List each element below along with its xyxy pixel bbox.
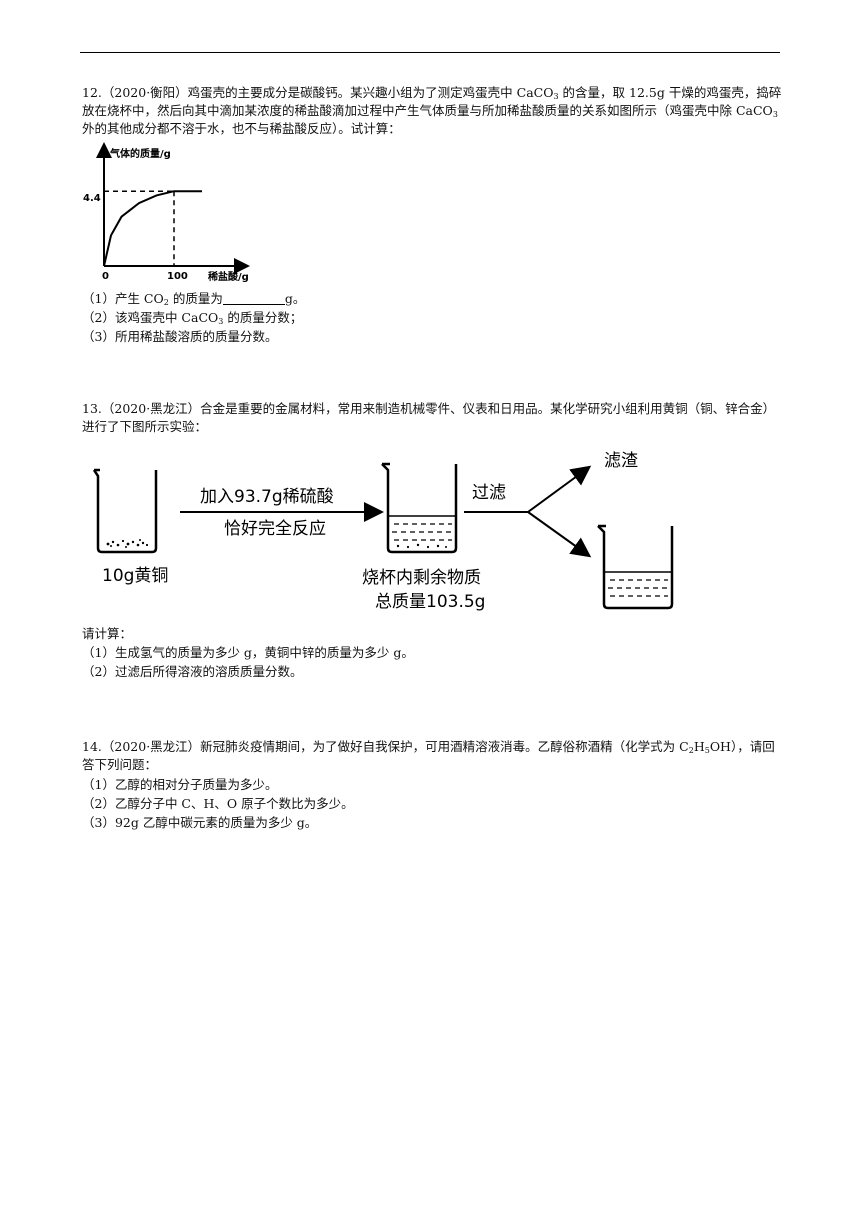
q14-sub3: （3）92g 乙醇中碳元素的质量为多少 g。 [82, 815, 318, 830]
beaker-2-label-2: 总质量103.5g [375, 592, 485, 612]
residue-label: 滤渣 [604, 451, 638, 471]
series-line [103, 190, 202, 267]
q13-sub2: （2）过滤后所得溶液的溶质质量分数。 [82, 664, 303, 679]
beaker-1 [92, 468, 158, 554]
q12-stem: 12.（2020·衡阳）鸡蛋壳的主要成分是碳酸钙。某兴趣小组为了测定鸡蛋壳中 C… [82, 85, 782, 136]
q13-prompt: 请计算： [82, 626, 133, 641]
beaker-2-label-1: 烧杯内剩余物质 [362, 568, 481, 588]
arrow-to-filtrate [527, 511, 592, 558]
origin-label: 0 [102, 271, 109, 282]
x-tick-label: 100 [167, 271, 188, 282]
x-axis-label: 稀盐酸/g [208, 270, 249, 283]
q13-stem: 13.（2020·黑龙江）合金是重要的金属材料，常用来制造机械零件、仪表和日用品… [82, 401, 776, 434]
beaker-1-label: 10g黄铜 [102, 566, 168, 586]
q14-sub2: （2）乙醇分子中 C、H、O 原子个数比为多少。 [82, 796, 354, 811]
q12-chart: 气体的质量/g 稀盐酸/g 0 100 4.4 [83, 142, 250, 283]
brass-particles [106, 539, 149, 548]
arrow-to-residue [527, 465, 592, 513]
beaker-3 [597, 524, 674, 610]
q14-sub1: （1）乙醇的相对分子质量为多少。 [82, 777, 278, 792]
header-rule [80, 52, 780, 53]
y-axis-label: 气体的质量/g [109, 147, 171, 160]
answer-blank[interactable] [222, 292, 285, 305]
reaction-label: 恰好完全反应 [224, 519, 326, 539]
q13-diagram: 10g黄铜 加入93.7g稀硫酸 恰好完全反应 烧杯内剩余物质 总质量103.5… [92, 451, 674, 612]
q13-sub1: （1）生成氢气的质量为多少 g，黄铜中锌的质量为多少 g。 [82, 645, 414, 660]
q14-stem: 14.（2020·黑龙江）新冠肺炎疫情期间，为了做好自我保护，可用酒精溶液消毒。… [82, 739, 775, 772]
y-tick-label: 4.4 [83, 193, 101, 204]
reagent-label: 加入93.7g稀硫酸 [200, 487, 334, 507]
q12-sub2: （2）该鸡蛋壳中 CaCO3 的质量分数； [82, 310, 303, 326]
q12-sub3: （3）所用稀盐酸溶质的质量分数。 [82, 329, 278, 344]
filter-label: 过滤 [472, 483, 506, 503]
beaker-2 [381, 462, 458, 554]
liquid-dashes [392, 523, 452, 541]
